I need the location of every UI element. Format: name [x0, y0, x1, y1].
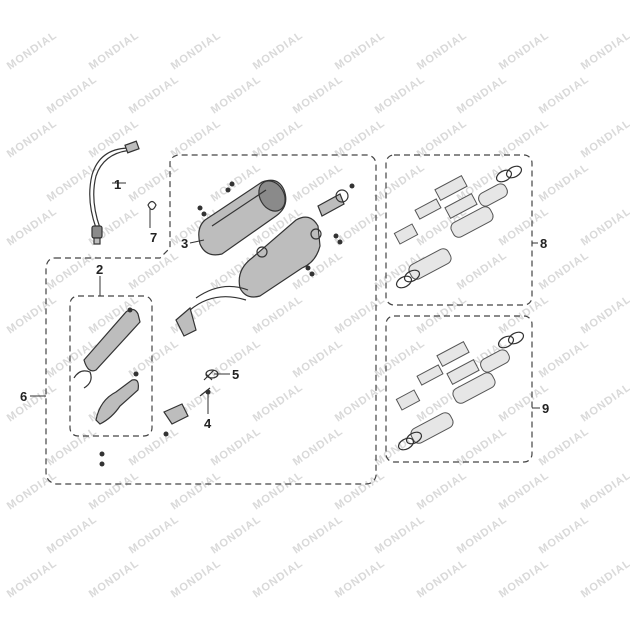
- watermark-text: MONDIAL: [209, 513, 264, 556]
- watermark-text: MONDIAL: [579, 117, 630, 160]
- watermark-text: MONDIAL: [5, 469, 60, 512]
- watermark-text: MONDIAL: [45, 425, 100, 468]
- watermark-text: MONDIAL: [373, 73, 428, 116]
- callout-9: 9: [542, 401, 549, 416]
- watermark-text: MONDIAL: [169, 29, 224, 72]
- group-outline-6: [45, 154, 377, 485]
- group-outline-2: [69, 295, 153, 437]
- callout-6: 6: [20, 389, 27, 404]
- watermark-text: MONDIAL: [5, 117, 60, 160]
- watermark-text: MONDIAL: [579, 293, 630, 336]
- watermark-text: MONDIAL: [169, 117, 224, 160]
- watermark-text: MONDIAL: [537, 249, 592, 292]
- watermark-text: MONDIAL: [127, 513, 182, 556]
- watermark-text: MONDIAL: [579, 205, 630, 248]
- watermark-text: MONDIAL: [5, 205, 60, 248]
- decal-kit-part-9: [395, 331, 525, 451]
- watermark-text: MONDIAL: [45, 513, 100, 556]
- callout-3: 3: [181, 236, 188, 251]
- leader-lines: [30, 182, 540, 414]
- watermark-text: MONDIAL: [127, 425, 182, 468]
- watermark-text: MONDIAL: [537, 513, 592, 556]
- clip-part-7: [147, 200, 157, 211]
- watermark-text: MONDIAL: [251, 557, 306, 600]
- watermark-text: MONDIAL: [291, 513, 346, 556]
- watermark-text: MONDIAL: [169, 557, 224, 600]
- watermark-text: MONDIAL: [415, 557, 470, 600]
- watermark-text: MONDIAL: [579, 469, 630, 512]
- watermark-text: MONDIAL: [5, 29, 60, 72]
- group-outline-9: [385, 315, 533, 463]
- watermark-text: MONDIAL: [251, 117, 306, 160]
- watermark-text: MONDIAL: [415, 293, 470, 336]
- watermark-text: MONDIAL: [87, 29, 142, 72]
- watermark-text: MONDIAL: [415, 29, 470, 72]
- watermark-text: MONDIAL: [5, 381, 60, 424]
- watermark-text: MONDIAL: [497, 293, 552, 336]
- watermark-text: MONDIAL: [373, 513, 428, 556]
- watermark-text: MONDIAL: [5, 557, 60, 600]
- callout-7: 7: [150, 230, 157, 245]
- watermark-text: MONDIAL: [497, 117, 552, 160]
- watermark-text: MONDIAL: [333, 469, 388, 512]
- watermark-text: MONDIAL: [45, 249, 100, 292]
- watermark-text: MONDIAL: [291, 425, 346, 468]
- watermark-text: MONDIAL: [333, 381, 388, 424]
- watermark-text: MONDIAL: [537, 161, 592, 204]
- watermark-text: MONDIAL: [333, 557, 388, 600]
- watermark-text: MONDIAL: [455, 249, 510, 292]
- callout-5: 5: [232, 367, 239, 382]
- decal-kit-part-8: [393, 165, 523, 289]
- callout-8: 8: [540, 236, 547, 251]
- watermark-text: MONDIAL: [537, 337, 592, 380]
- watermark-text: MONDIAL: [251, 293, 306, 336]
- watermark-text: MONDIAL: [455, 73, 510, 116]
- watermark-text: MONDIAL: [5, 293, 60, 336]
- watermark-text: MONDIAL: [537, 425, 592, 468]
- watermark-text: MONDIAL: [251, 381, 306, 424]
- bracket-part-2: [73, 307, 141, 467]
- watermark-text: MONDIAL: [209, 425, 264, 468]
- bolt-and-gasket-parts: [163, 369, 219, 437]
- oxygen-sensor-part: [89, 140, 140, 245]
- watermark-text: MONDIAL: [45, 73, 100, 116]
- watermark-text: MONDIAL: [497, 557, 552, 600]
- group-outline-8: [385, 154, 533, 306]
- watermark-text: MONDIAL: [579, 29, 630, 72]
- watermark-text: MONDIAL: [497, 29, 552, 72]
- watermark-text: MONDIAL: [87, 557, 142, 600]
- watermark-text: MONDIAL: [497, 469, 552, 512]
- watermark-text: MONDIAL: [579, 557, 630, 600]
- watermark-text: MONDIAL: [333, 29, 388, 72]
- watermark-text: MONDIAL: [251, 29, 306, 72]
- muffler-assembly-part: [175, 179, 355, 337]
- watermark-text: MONDIAL: [415, 117, 470, 160]
- watermark-text: MONDIAL: [579, 381, 630, 424]
- watermark-text: MONDIAL: [127, 73, 182, 116]
- watermark-text: MONDIAL: [127, 249, 182, 292]
- watermark-text: MONDIAL: [333, 293, 388, 336]
- callout-2: 2: [96, 262, 103, 277]
- watermark-text: MONDIAL: [373, 161, 428, 204]
- watermark-text: MONDIAL: [291, 73, 346, 116]
- watermark-text: MONDIAL: [291, 337, 346, 380]
- watermark-text: MONDIAL: [373, 337, 428, 380]
- watermark-text: MONDIAL: [537, 73, 592, 116]
- watermark-text: MONDIAL: [333, 117, 388, 160]
- callout-4: 4: [204, 416, 212, 431]
- watermark-text: MONDIAL: [251, 469, 306, 512]
- callout-1: 1: [114, 177, 121, 192]
- watermark-text: MONDIAL: [87, 469, 142, 512]
- watermark-text: MONDIAL: [45, 161, 100, 204]
- watermark-text: MONDIAL: [415, 469, 470, 512]
- watermark-text: MONDIAL: [127, 161, 182, 204]
- watermark-text: MONDIAL: [455, 513, 510, 556]
- watermark-text: MONDIAL: [209, 73, 264, 116]
- watermark-text: MONDIAL: [169, 469, 224, 512]
